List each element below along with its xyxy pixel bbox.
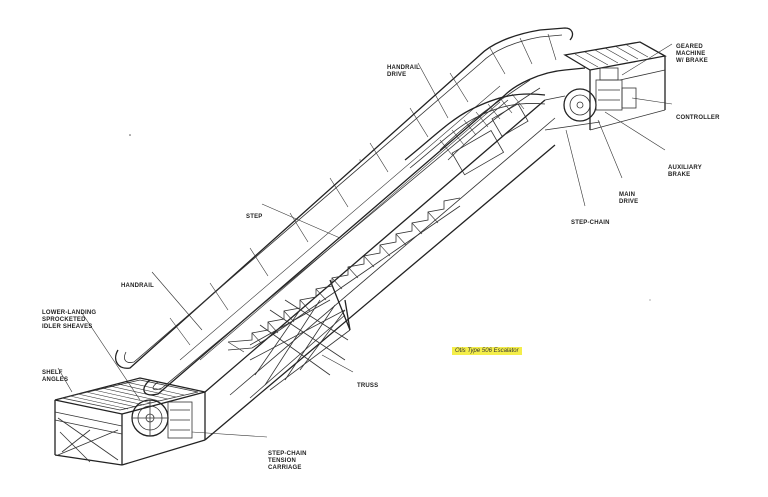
label-handrail: HANDRAIL: [121, 283, 154, 289]
upper-step-chain: [404, 79, 546, 176]
balustrade: [115, 27, 586, 396]
label-step-chain: STEP-CHAIN: [571, 220, 610, 226]
label-step: STEP: [246, 214, 263, 220]
label-truss: TRUSS: [357, 383, 379, 389]
steps: [227, 197, 461, 353]
figure-caption: Otis Type 506 Escalator: [452, 347, 522, 355]
truss-outline: [204, 99, 556, 441]
leader-lines: [57, 43, 673, 438]
upper-landing: [544, 41, 667, 131]
lower-landing: [54, 377, 206, 466]
label-controller: CONTROLLER: [676, 115, 720, 121]
